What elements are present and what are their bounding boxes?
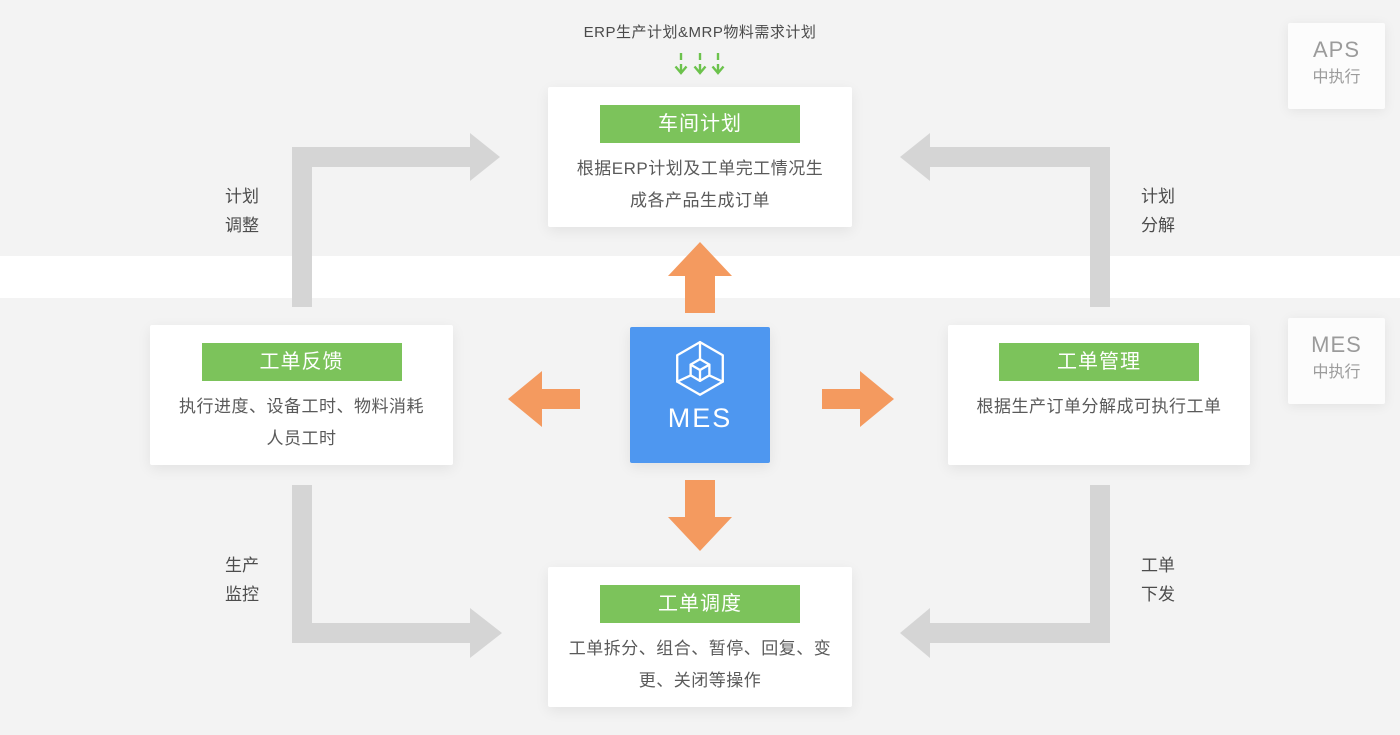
erp-mrp-label: ERP生产计划&MRP物料需求计划	[583, 24, 817, 41]
desc-line: 成各产品生成订单	[630, 191, 770, 210]
desc-line: 执行进度、设备工时、物料消耗	[179, 397, 424, 416]
node-work-order-management: 工单管理 根据生产订单分解成可执行工单	[948, 325, 1250, 465]
orange-arrow-up-icon	[668, 242, 732, 313]
elbow-arrow-order-dispatch-icon	[900, 485, 1110, 658]
badge-mes-execution: MES 中执行	[1288, 318, 1385, 404]
badge-aps-execution: APS 中执行	[1288, 23, 1385, 109]
dashed-down-arrows-icon	[674, 53, 725, 75]
node-description: 执行进度、设备工时、物料消耗 人员工时	[150, 391, 453, 455]
node-work-order-scheduling: 工单调度 工单拆分、组合、暂停、回复、变 更、关闭等操作	[548, 567, 852, 707]
mes-label: MES	[667, 403, 733, 433]
node-description: 根据生产订单分解成可执行工单	[948, 391, 1250, 423]
desc-line: 工单拆分、组合、暂停、回复、变	[568, 639, 832, 658]
node-work-order-feedback: 工单反馈 执行进度、设备工时、物料消耗 人员工时	[150, 325, 453, 465]
node-title: 工单管理	[999, 343, 1199, 381]
hexagon-cube-icon	[676, 340, 724, 396]
node-shop-plan: 车间计划 根据ERP计划及工单完工情况生 成各产品生成订单	[548, 87, 852, 227]
label-production-monitor: 生产 监控	[225, 556, 259, 604]
orange-arrow-left-icon	[508, 371, 580, 427]
orange-arrow-down-icon	[668, 480, 732, 551]
desc-line: 更、关闭等操作	[638, 671, 762, 690]
label-plan-decompose: 计划 分解	[1141, 187, 1175, 235]
node-description: 根据ERP计划及工单完工情况生 成各产品生成订单	[548, 153, 852, 217]
elbow-arrow-production-monitor-icon	[292, 485, 502, 658]
orange-arrow-right-icon	[822, 371, 894, 427]
node-title: 工单反馈	[201, 343, 402, 381]
node-title: 车间计划	[600, 105, 800, 143]
desc-line: 根据生产订单分解成可执行工单	[976, 397, 1222, 416]
node-title: 工单调度	[600, 585, 800, 623]
label-order-dispatch: 工单 下发	[1141, 556, 1175, 604]
desc-line: 根据ERP计划及工单完工情况生	[576, 159, 824, 178]
desc-line: 人员工时	[266, 429, 337, 448]
elbow-arrow-plan-decompose-icon	[900, 133, 1110, 307]
mes-center-node: MES	[630, 327, 770, 463]
elbow-arrow-plan-adjust-icon	[292, 133, 500, 307]
node-description: 工单拆分、组合、暂停、回复、变 更、关闭等操作	[548, 633, 852, 697]
label-plan-adjust: 计划 调整	[225, 187, 259, 235]
